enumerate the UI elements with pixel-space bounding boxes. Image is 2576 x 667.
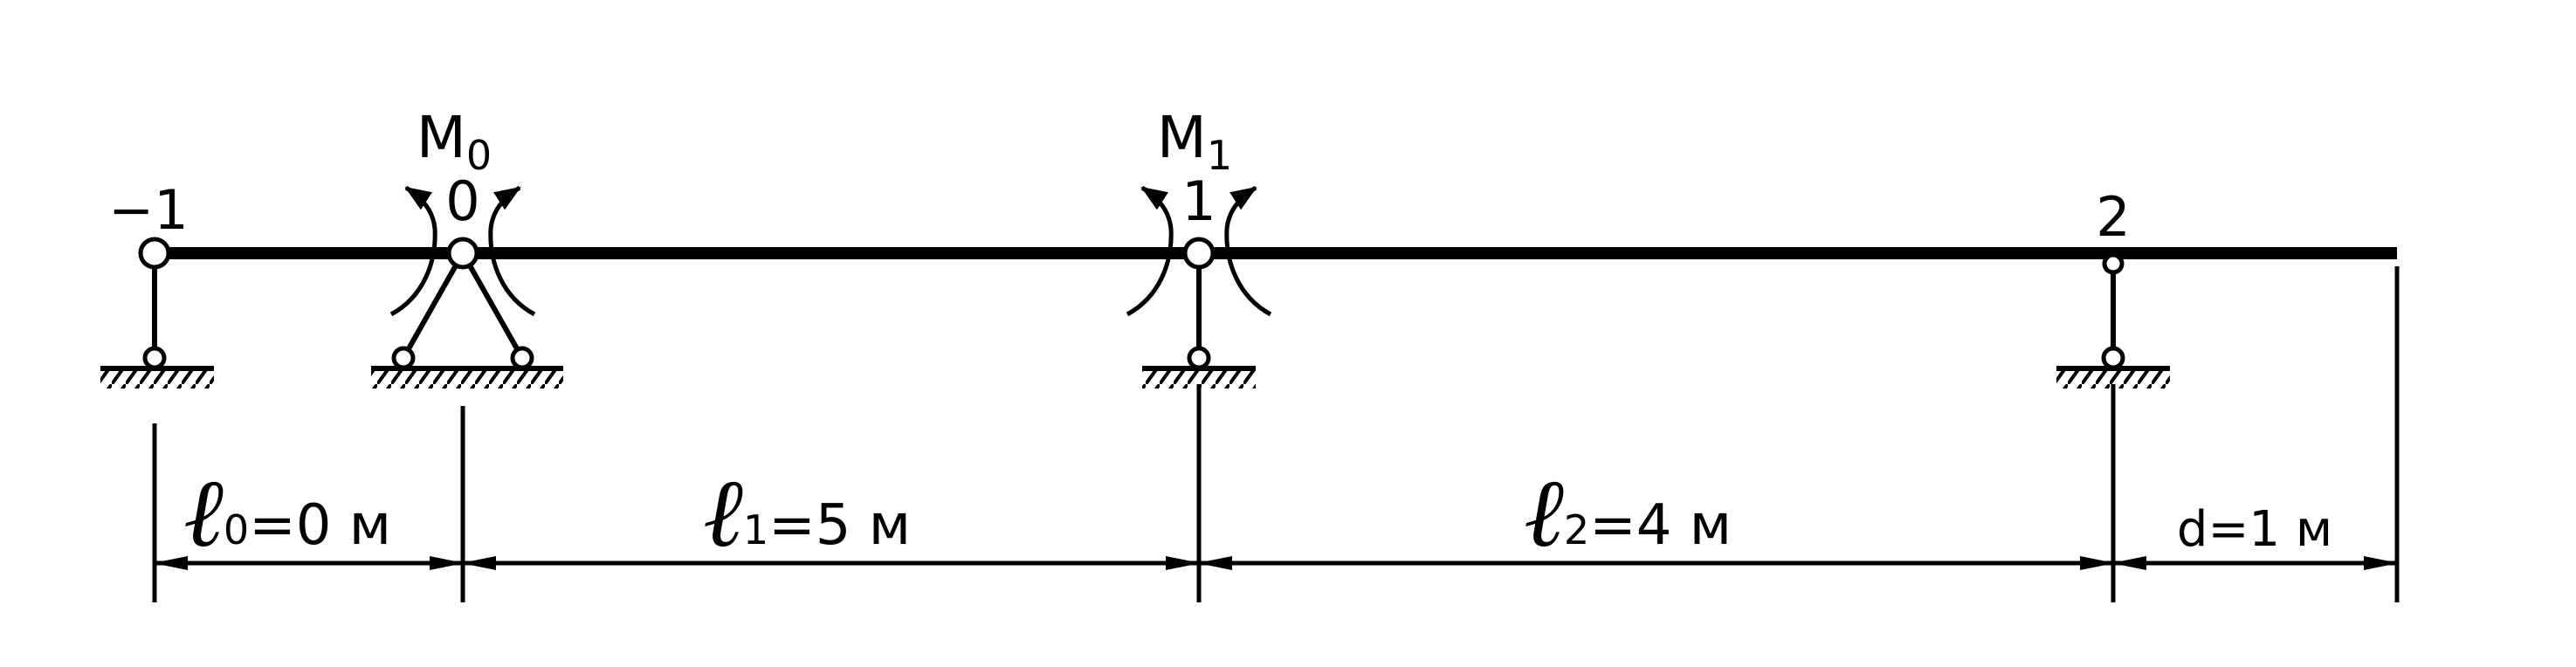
moment-label-m1: M1 xyxy=(1157,104,1232,179)
moment-label-m0: M0 xyxy=(417,104,492,179)
node-label-0: 0 xyxy=(445,169,479,233)
node-label-1: 1 xyxy=(1181,169,1216,233)
moment-arrows-node-0 xyxy=(389,185,536,317)
moment-arrows-node-1 xyxy=(1126,185,1272,317)
hinge-node-0 xyxy=(446,237,479,270)
support-node-2 xyxy=(2056,252,2170,389)
support-node-0 xyxy=(371,251,563,389)
overhang-label: d=1 м xyxy=(2177,501,2332,558)
dimension-extension-lines xyxy=(152,266,2400,602)
node-label-2: 2 xyxy=(2096,185,2130,249)
span-label-l0: ℓ0=0 м xyxy=(183,457,391,568)
support-node-1 xyxy=(1142,264,1256,389)
support-node-minus1 xyxy=(100,264,214,389)
node-label-minus1: −1 xyxy=(108,178,188,242)
span-label-l2: ℓ2=4 м xyxy=(1524,457,1732,568)
hinge-node-minus1 xyxy=(138,237,171,270)
hinge-node-1 xyxy=(1182,237,1216,270)
span-label-l1: ℓ1=5 м xyxy=(703,457,911,568)
